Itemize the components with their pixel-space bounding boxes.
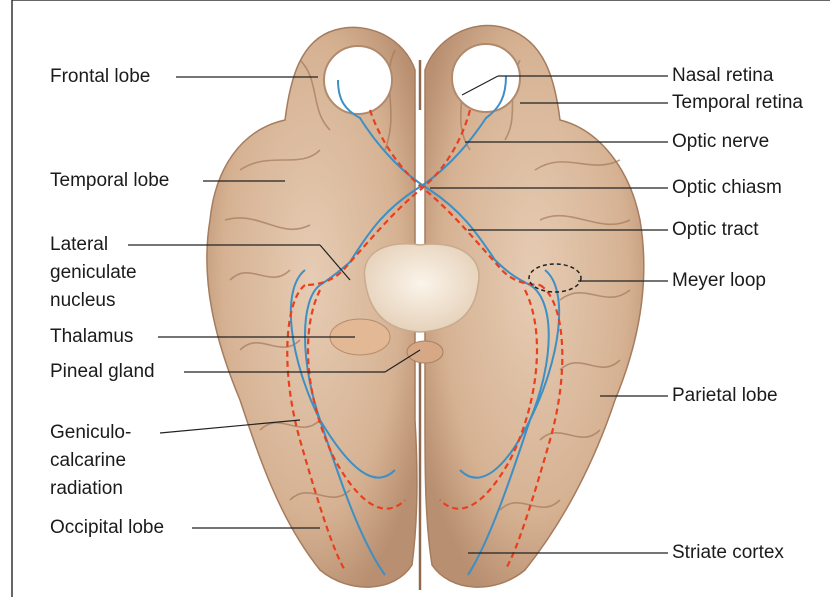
pineal-gland: [407, 341, 443, 363]
label-temporal-retina: Temporal retina: [672, 91, 803, 115]
label-nasal-retina: Nasal retina: [672, 64, 773, 88]
label-striate-cortex: Striate cortex: [672, 541, 784, 565]
label-frontal-lobe: Frontal lobe: [50, 65, 150, 89]
label-occipital-lobe: Occipital lobe: [50, 516, 164, 540]
right-eye: [452, 44, 520, 112]
label-temporal-lobe: Temporal lobe: [50, 169, 169, 193]
label-geniculo: Geniculo-: [50, 421, 131, 445]
label-thalamus: Thalamus: [50, 325, 133, 349]
left-eye: [324, 46, 392, 114]
label-meyer-loop: Meyer loop: [672, 269, 766, 293]
label-radiation: radiation: [50, 477, 123, 501]
label-lateral: Lateral: [50, 233, 108, 257]
label-calcarine: calcarine: [50, 449, 126, 473]
label-parietal-lobe: Parietal lobe: [672, 384, 778, 408]
label-nucleus: nucleus: [50, 289, 116, 313]
label-optic-nerve: Optic nerve: [672, 130, 769, 154]
label-optic-chiasm: Optic chiasm: [672, 176, 782, 200]
label-pineal-gland: Pineal gland: [50, 360, 155, 384]
label-geniculate: geniculate: [50, 261, 137, 285]
label-optic-tract: Optic tract: [672, 218, 759, 242]
